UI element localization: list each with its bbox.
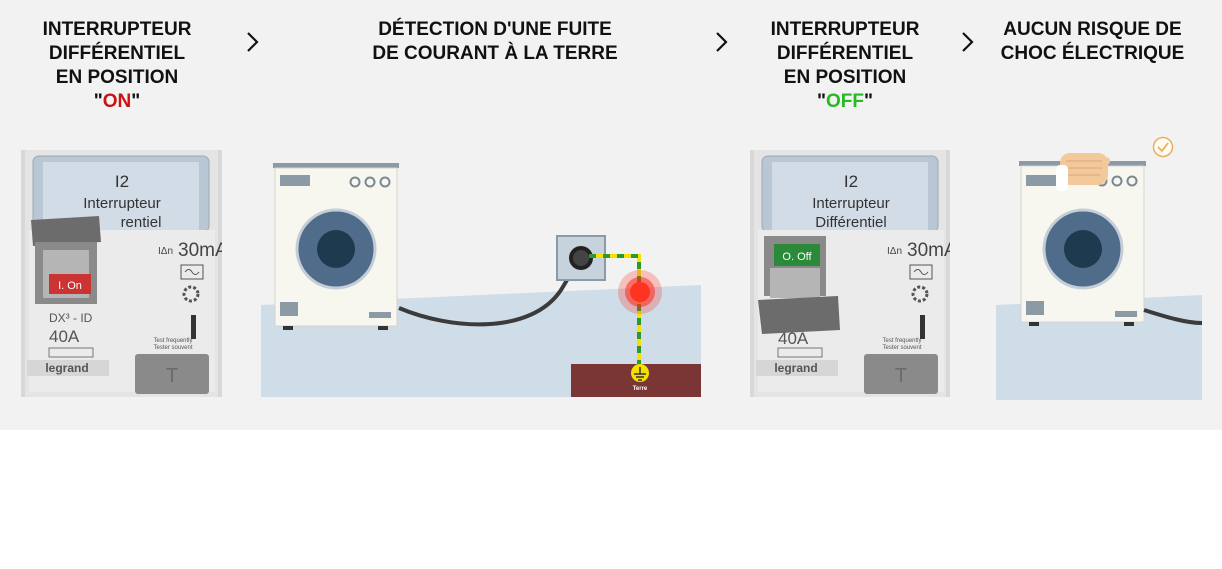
hand-icon — [1056, 153, 1110, 191]
quote-close: " — [131, 91, 141, 112]
delta-symbol: IΔn — [158, 246, 173, 257]
step-3-state: "OFF" — [750, 90, 940, 114]
step-3-title: INTERRUPTEUR DIFFÉRENTIEL EN POSITION "O… — [750, 18, 940, 114]
step-3-title-line-2: DIFFÉRENTIEL — [776, 43, 914, 64]
drum-inner — [1064, 230, 1102, 268]
rating-label: 40A — [49, 327, 80, 346]
toggle-label: O. Off — [782, 251, 812, 263]
leak-detection-illustration: Terre — [261, 163, 701, 397]
step-4-title: AUCUN RISQUE DE CHOC ÉLECTRIQUE — [990, 18, 1195, 66]
step-4-title-line-2: CHOC ÉLECTRIQUE — [1000, 43, 1185, 64]
brand-logo: legrand — [774, 361, 817, 375]
drum-inner — [317, 230, 355, 268]
step-2-title-line-2: DE COURANT À LA TERRE — [372, 43, 618, 64]
leak-point — [630, 282, 650, 302]
breaker-label-line-2: Différentiel — [815, 214, 886, 231]
test-button-symbol: T — [166, 365, 178, 387]
breaker-label-top: I2 — [115, 172, 129, 191]
test-text-1: Test frequently — [882, 338, 921, 344]
check-badge-icon — [1152, 136, 1174, 158]
step-2-title: DÉTECTION D'UNE FUITE DE COURANT À LA TE… — [340, 18, 650, 66]
brand-logo: legrand — [45, 361, 88, 375]
sensitivity-value: 30mA — [907, 240, 950, 261]
step-1-title: INTERRUPTEUR DIFFÉRENTIEL EN POSITION "O… — [22, 18, 212, 114]
breaker-label-line-1: Interrupteur — [812, 195, 890, 212]
test-text-2: Tester souvent — [882, 345, 921, 351]
state-off-value: OFF — [826, 91, 864, 112]
step-1-state: "ON" — [22, 90, 212, 114]
model-label: DX³ - ID — [49, 311, 93, 325]
breaker-label-line-2: rentiel — [121, 214, 162, 231]
rating-label: 40A — [778, 329, 809, 348]
test-text-1: Test frequently — [153, 338, 192, 344]
state-on-value: ON — [102, 91, 132, 112]
quote-open: " — [93, 91, 103, 112]
quote-close: " — [864, 91, 874, 112]
step-1-title-line-2: DIFFÉRENTIEL — [48, 43, 186, 64]
step-4-title-line-1: AUCUN RISQUE DE — [1003, 19, 1182, 40]
safe-machine-illustration — [996, 136, 1203, 400]
chevron-right-icon — [247, 32, 259, 52]
breaker-label-top: I2 — [844, 172, 858, 191]
breaker-off-illustration: I2 Interrupteur Différentiel O. Off IΔn … — [750, 150, 950, 397]
delta-symbol: IΔn — [887, 246, 902, 257]
breaker-on-illustration: I2 Interrupteur rentiel I. On IΔn 30mA D… — [21, 150, 222, 397]
earth-label: Terre — [633, 386, 648, 392]
toggle-label: I. On — [58, 280, 82, 292]
quote-open: " — [816, 91, 826, 112]
step-3-title-line-3: EN POSITION — [783, 67, 907, 88]
test-text-2: Tester souvent — [153, 345, 192, 351]
power-cable — [1143, 308, 1203, 325]
breaker-label-line-1: Interrupteur — [83, 195, 161, 212]
test-button-symbol: T — [895, 365, 907, 387]
step-1-title-line-3: EN POSITION — [55, 67, 179, 88]
chevron-right-icon — [716, 32, 728, 52]
step-1-title-line-1: INTERRUPTEUR — [42, 19, 192, 40]
step-2-title-line-1: DÉTECTION D'UNE FUITE — [378, 19, 612, 40]
sensitivity-value: 30mA — [178, 240, 222, 261]
chevron-right-icon — [962, 32, 974, 52]
step-3-title-line-1: INTERRUPTEUR — [770, 19, 920, 40]
